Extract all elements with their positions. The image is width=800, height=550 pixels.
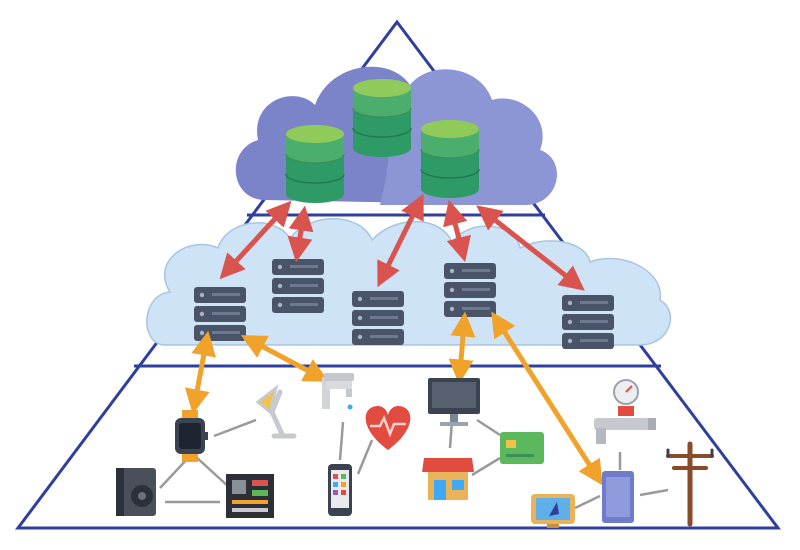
power-pole-icon (666, 441, 714, 527)
database-icon (285, 124, 345, 204)
fog-edge-arrows (185, 311, 603, 486)
tablet-icon (602, 471, 634, 523)
database-icon (352, 78, 412, 158)
gps-navigator-icon (531, 494, 575, 528)
speaker-icon (116, 468, 156, 516)
server-icon (352, 291, 404, 345)
smartwatch-icon (175, 410, 208, 462)
server-icon (194, 287, 246, 341)
motherboard-icon (226, 474, 274, 518)
server-icon (444, 263, 496, 317)
server-icon (562, 295, 614, 349)
storefront-icon (422, 458, 474, 500)
desk-lamp-icon (255, 384, 297, 439)
water-faucet-icon (322, 373, 354, 410)
database-icon (420, 119, 480, 199)
cloud-fog-arrows (219, 193, 585, 291)
pressure-gauge-icon (594, 379, 656, 444)
smartphone-icon (328, 464, 352, 516)
payment-card-icon (500, 432, 544, 464)
device-links (159, 418, 669, 510)
server-icon (272, 259, 324, 313)
monitor-icon (428, 378, 480, 426)
heart-rate-icon (365, 406, 411, 450)
edge-devices (116, 373, 714, 528)
